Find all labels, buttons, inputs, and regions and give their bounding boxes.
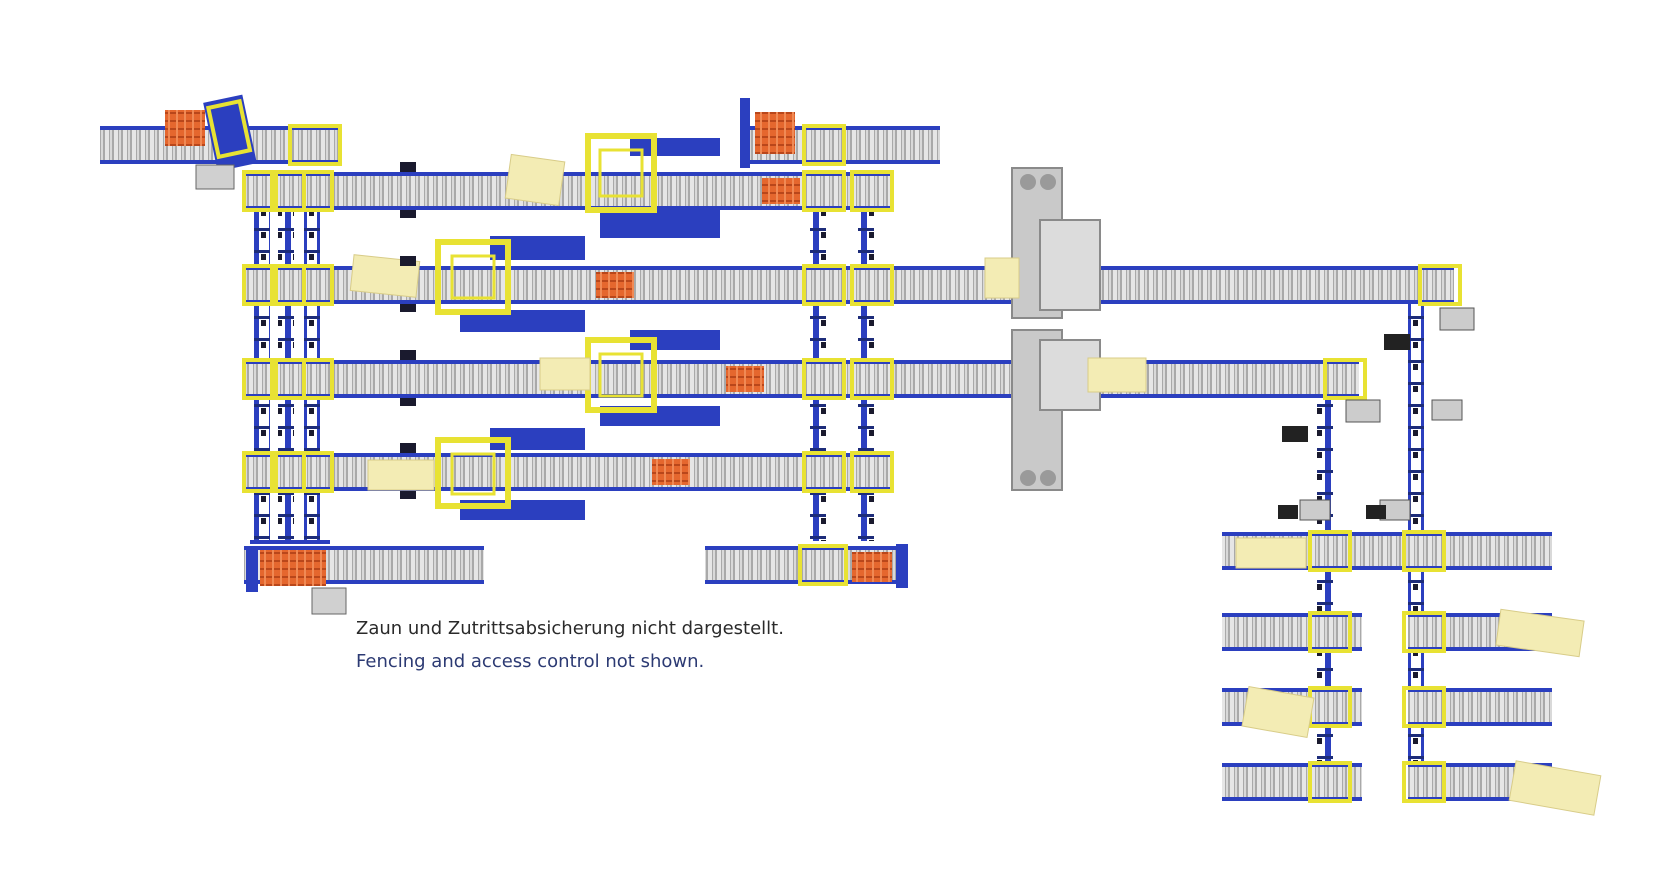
pallets: [165, 110, 892, 586]
wrapping-machines: [195, 164, 1475, 615]
loaded-goods: [349, 153, 1602, 816]
caption-english: Fencing and access control not shown.: [356, 651, 705, 672]
transfer-modules: [242, 124, 1462, 803]
gantry-units: [203, 94, 908, 592]
drive-units: [400, 162, 416, 499]
caption-german: Zaun und Zutrittsabsicherung nicht darge…: [356, 618, 784, 639]
conveyor-lines: [100, 126, 1552, 801]
